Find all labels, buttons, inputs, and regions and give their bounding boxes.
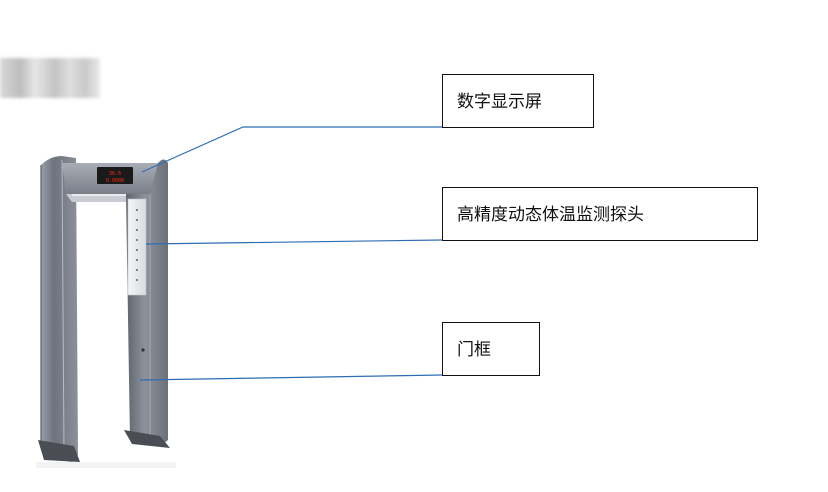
label-door-frame: 门框: [442, 322, 540, 376]
leader-line-display: [141, 126, 442, 173]
left-pillar: [38, 156, 80, 462]
probe-strip: [127, 198, 147, 296]
display-readout-top: 36.6: [109, 171, 121, 177]
leader-line-probe: [145, 239, 443, 245]
digital-display: 36.6 0.0000: [97, 167, 133, 184]
probe-sensor-dots: [136, 209, 138, 281]
leader-line-frame: [139, 374, 443, 381]
floor-reflection: [36, 462, 176, 468]
blurred-logo: [0, 58, 100, 98]
leader-lines: [139, 126, 443, 381]
display-readout-bottom: 0.0000: [106, 178, 124, 184]
label-digital-display-text: 数字显示屏: [457, 92, 542, 112]
label-temperature-probe: 高精度动态体温监测探头: [442, 187, 758, 241]
label-temperature-probe-text: 高精度动态体温监测探头: [457, 205, 644, 225]
label-digital-display: 数字显示屏: [442, 74, 594, 128]
label-door-frame-text: 门框: [457, 340, 491, 360]
